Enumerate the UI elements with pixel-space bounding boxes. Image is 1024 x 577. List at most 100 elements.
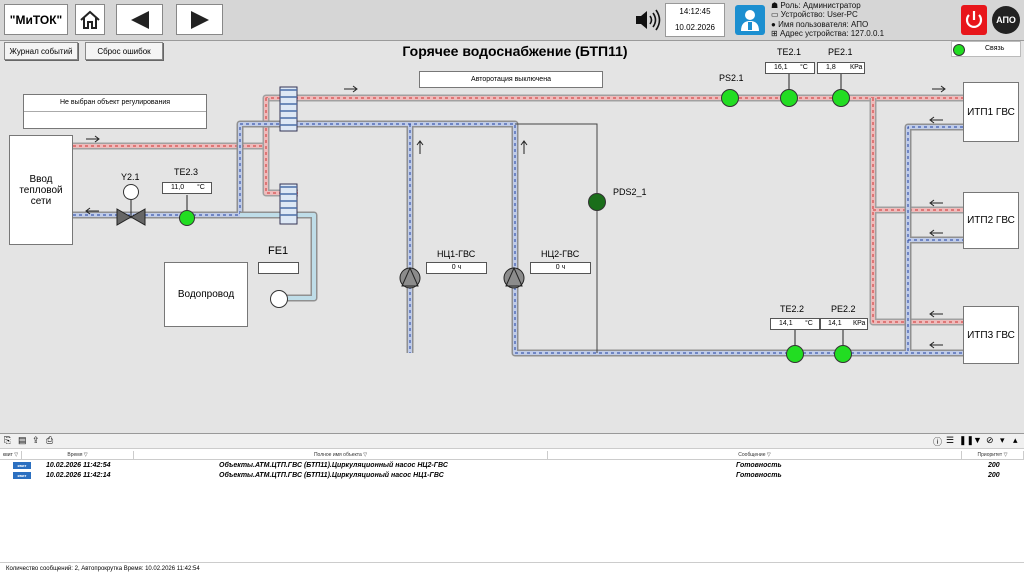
te23-value: 11,0 xyxy=(171,184,185,191)
pump2-button[interactable] xyxy=(504,268,524,288)
person-icon: ● xyxy=(771,19,779,29)
log-row[interactable]: квит 10.02.2026 11:42:54 Объекты.АТМ.ЦТП… xyxy=(0,461,1024,471)
power-icon xyxy=(965,11,983,28)
sound-button[interactable] xyxy=(633,8,661,32)
connection-indicator xyxy=(953,44,965,56)
power-button[interactable] xyxy=(961,5,987,35)
pump1-label: НЦ1-ГВС xyxy=(437,249,476,259)
col-object[interactable]: Полное имя объекта ▽ xyxy=(134,451,548,459)
scroll-down-icon[interactable]: ▾ xyxy=(1000,435,1005,445)
reset-errors-button[interactable]: Сброс ошибок xyxy=(85,42,163,60)
bypass-line xyxy=(515,123,598,353)
pe22-value-box: 14,1 КРа xyxy=(820,318,868,330)
te21-unit: °C xyxy=(800,64,808,71)
user-role: Роль: Администратор xyxy=(780,1,861,10)
speaker-icon xyxy=(636,9,661,31)
back-button[interactable] xyxy=(116,4,163,35)
log-time: 10.02.2026 11:42:14 xyxy=(46,472,111,479)
te23-sensor[interactable] xyxy=(179,210,195,226)
export-icon[interactable]: ⎘ xyxy=(4,435,12,445)
info-icon[interactable]: ⓘ xyxy=(933,437,943,447)
te22-unit: °C xyxy=(805,320,813,327)
arrow-right-icon xyxy=(190,10,209,29)
arrow-left-icon xyxy=(130,10,149,29)
pump1-hours-box: 0 ч xyxy=(426,262,487,274)
forward-button[interactable] xyxy=(176,4,223,35)
fe1-label: FE1 xyxy=(268,245,289,257)
pe21-sensor[interactable] xyxy=(832,89,850,107)
return-pipes xyxy=(73,120,963,357)
event-log-button[interactable]: Журнал событий xyxy=(4,42,78,60)
te23-unit: °C xyxy=(197,184,205,191)
pump2-hours: 0 ч xyxy=(555,264,566,271)
log-time: 10.02.2026 11:42:54 xyxy=(46,462,111,469)
te21-sensor[interactable] xyxy=(780,89,798,107)
block-input[interactable]: Ввод тепловой сети xyxy=(9,135,73,245)
col-ack[interactable]: квит ▽ xyxy=(0,451,22,459)
clear-filter-icon[interactable]: ⊘ xyxy=(986,435,994,445)
heat-exchanger-2 xyxy=(279,183,298,225)
block-water[interactable]: Водопровод xyxy=(164,262,248,327)
log-message: Готовность xyxy=(736,472,782,479)
te22-value: 14,1 xyxy=(779,320,793,327)
log-header: квит ▽ Время ▽ Полное имя объекта ▽ Сооб… xyxy=(0,451,1024,460)
pe21-unit: КРа xyxy=(850,64,863,71)
app-brand: "МиТОК" xyxy=(4,4,68,35)
valve-y2-1 xyxy=(116,198,146,226)
te22-sensor[interactable] xyxy=(786,345,804,363)
home-icon xyxy=(80,10,100,29)
log-footer: Количество сообщений: 2, Автопрокрутка В… xyxy=(0,562,1024,576)
log-message: Готовность xyxy=(736,462,782,469)
log-object: Объекты.АТМ.ЦТП.ГВС (БТП11).Циркуляционн… xyxy=(219,462,448,469)
no-object-label: Не выбран объект регулирования xyxy=(24,95,206,112)
y21-sensor[interactable] xyxy=(123,184,139,200)
col-message[interactable]: Сообщение ▽ xyxy=(548,451,962,459)
y21-label: Y2.1 xyxy=(121,172,140,182)
pump1-button[interactable] xyxy=(400,268,420,288)
no-object-panel[interactable]: Не выбран объект регулирования xyxy=(23,94,207,129)
te22-label: TE2.2 xyxy=(780,304,805,314)
user-button[interactable] xyxy=(735,5,765,35)
log-object: Объекты.АТМ.ЦТП.ГВС (БТП11).Циркуляционы… xyxy=(219,472,444,479)
col-priority[interactable]: Приоритет ▽ xyxy=(962,451,1024,459)
event-log-panel: ⎘ ▤ ⇪ ⎙ ⓘ ☰ ❚❚ ▼ ⊘ ▾ ▴ квит ▽ Время ▽ По… xyxy=(0,433,1024,577)
pump-2-icon xyxy=(503,266,525,289)
connection-status: Связь xyxy=(951,41,1021,57)
clock-time: 14:12:45 xyxy=(679,7,711,16)
pe22-value: 14,1 xyxy=(828,320,842,327)
scroll-up-icon[interactable]: ▴ xyxy=(1013,435,1018,445)
te21-value: 16,1 xyxy=(774,64,788,71)
home-button[interactable] xyxy=(75,4,105,35)
list-icon[interactable]: ☰ xyxy=(946,435,955,445)
ack-badge[interactable]: квит xyxy=(13,462,31,469)
pump2-hours-box: 0 ч xyxy=(530,262,591,274)
pause-icon[interactable]: ❚❚ xyxy=(959,435,975,445)
connection-label: Связь xyxy=(985,45,1005,52)
ack-badge[interactable]: квит xyxy=(13,472,31,479)
block-itp3[interactable]: ИТП3 ГВС xyxy=(963,306,1019,364)
device-icon: ▭ xyxy=(771,10,781,20)
fe1-sensor[interactable] xyxy=(270,290,288,308)
user-icon xyxy=(741,10,759,31)
block-itp1[interactable]: ИТП1 ГВС xyxy=(963,82,1019,142)
print-icon[interactable]: ⎙ xyxy=(46,435,54,445)
user-info: ☗ Роль: Администратор ▭ Устройство: User… xyxy=(771,1,951,39)
flow-arrows xyxy=(85,85,946,349)
pe22-label: PE2.2 xyxy=(831,304,856,314)
clock-date: 10.02.2026 xyxy=(674,23,716,32)
te21-value-box: 16,1 °C xyxy=(765,62,815,74)
document-icon[interactable]: ▤ xyxy=(18,435,27,445)
apo-logo: АПО xyxy=(992,6,1020,34)
page-title: Горячее водоснабжение (БТП11) xyxy=(402,43,628,59)
col-time[interactable]: Время ▽ xyxy=(22,451,134,459)
filter-icon[interactable]: ▼ xyxy=(973,435,982,445)
user-device: Устройство: User-PC xyxy=(780,10,858,20)
share-icon[interactable]: ⇪ xyxy=(32,435,40,445)
role-icon: ☗ xyxy=(771,1,781,10)
pe22-unit: КРа xyxy=(853,320,866,327)
pe22-sensor[interactable] xyxy=(834,345,852,363)
pds21-sensor[interactable] xyxy=(588,193,606,211)
ps21-sensor[interactable] xyxy=(721,89,739,107)
log-row[interactable]: квит 10.02.2026 11:42:14 Объекты.АТМ.ЦТП… xyxy=(0,471,1024,481)
block-itp2[interactable]: ИТП2 ГВС xyxy=(963,192,1019,249)
